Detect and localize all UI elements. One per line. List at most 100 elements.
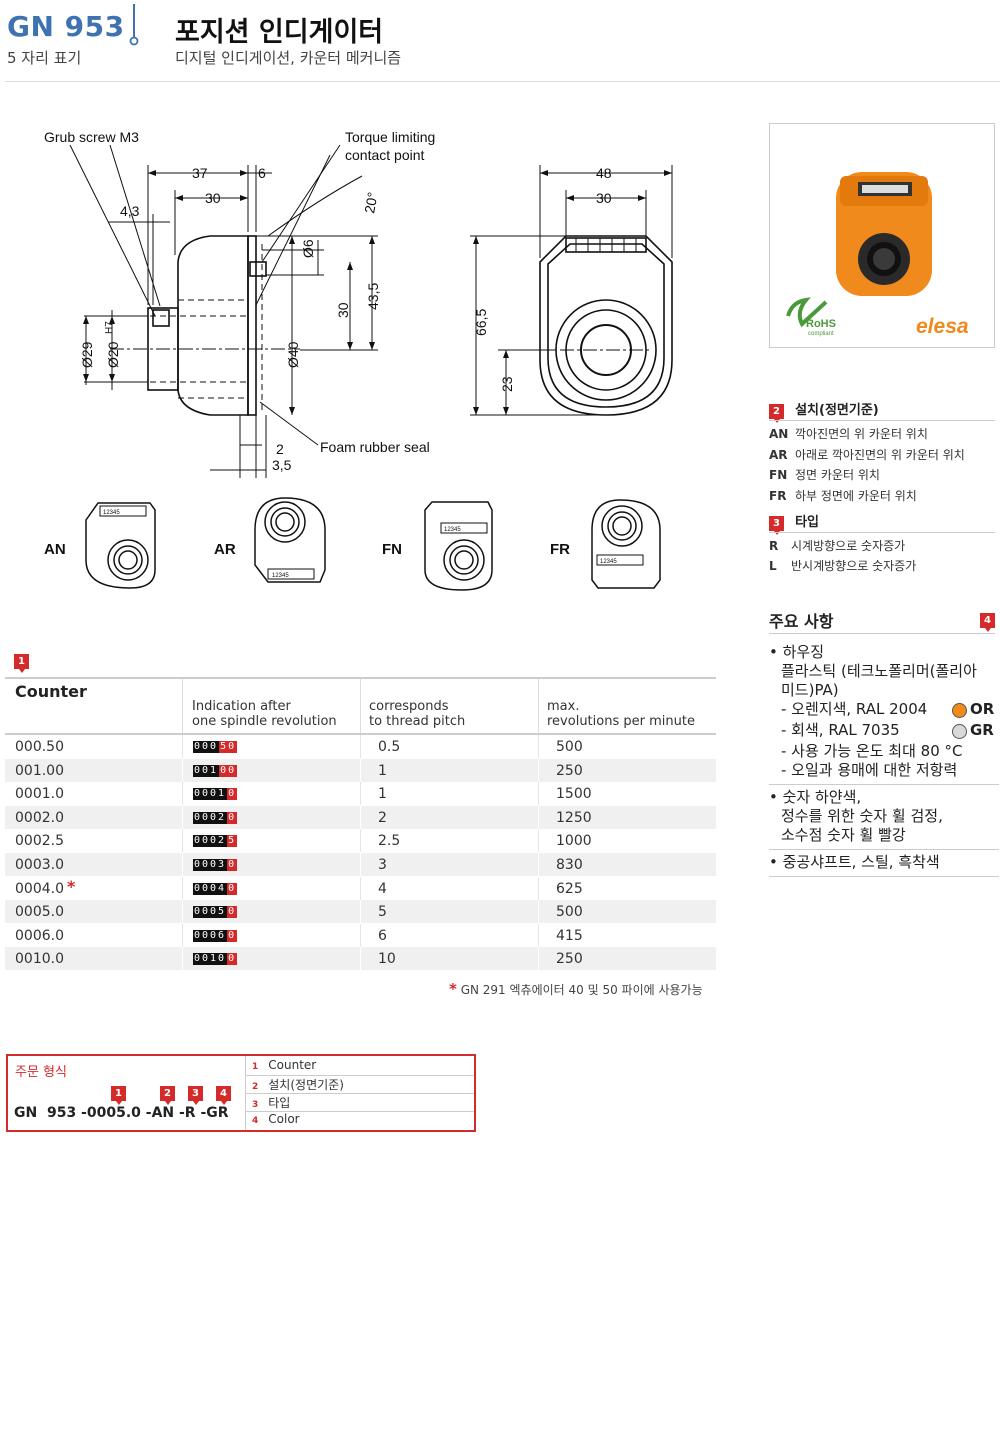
- header-col-sep-2: [360, 679, 361, 733]
- column-separator: [360, 805, 361, 829]
- pitch-cell: 1: [378, 786, 387, 803]
- counter-cell: 0002.5: [15, 833, 64, 850]
- features-list: • 하우징 플라스틱 (테크노폴리머(폴리아 미드)PA) - 오렌지색, RA…: [769, 643, 999, 877]
- counter-cell: 0003.0: [15, 857, 64, 873]
- product-code: GN 953: [7, 10, 125, 43]
- counter-cell: 0001.0: [15, 786, 64, 803]
- features-title: 주요 사항: [769, 612, 834, 631]
- column-separator: [182, 876, 183, 900]
- column-separator: [538, 876, 539, 900]
- dim-43-5: 43,5: [365, 283, 381, 310]
- column-separator: [360, 923, 361, 947]
- col-rpm-header: max.revolutions per minute: [547, 699, 695, 729]
- technical-drawing: Grub screw M3 Torque limiting contact po…: [44, 129, 673, 591]
- rpm-cell: 500: [556, 904, 583, 921]
- feature-resist: - 오일과 용매에 대한 저항력: [781, 761, 958, 779]
- table-top-rule: [5, 677, 716, 679]
- feature-digits: • 숫자 하얀색,: [769, 784, 999, 807]
- pitch-cell: 0.5: [378, 739, 401, 755]
- feature-temp: - 사용 가능 온도 최대 80 °C: [781, 742, 963, 760]
- footnote-star: *: [67, 876, 76, 896]
- product-photo: RoHS compliant elesa: [786, 172, 969, 338]
- pitch-cell: 3: [378, 857, 387, 873]
- table-header-rule: [5, 733, 716, 735]
- integer-digits: 0005: [193, 906, 228, 919]
- column-separator: [538, 923, 539, 947]
- column-separator: [182, 923, 183, 947]
- integer-digits: 0006: [193, 929, 228, 942]
- view-ar-label: AR: [214, 541, 236, 558]
- decimal-digits: 0: [227, 929, 238, 942]
- dim-6: 6: [258, 165, 266, 181]
- column-separator: [182, 829, 183, 853]
- view-fr-label: FR: [550, 541, 570, 558]
- feature-orange: - 오렌지색, RAL 2004 OR: [781, 700, 995, 718]
- counter-cell: 0005.0: [15, 904, 64, 921]
- integer-digits: 0001: [193, 788, 228, 801]
- dim-phi29: Ø29: [79, 341, 95, 368]
- integer-digits: 0002: [193, 835, 228, 848]
- dim-66-5: 66,5: [473, 309, 489, 336]
- dim-48: 48: [596, 165, 612, 181]
- column-separator: [182, 735, 183, 758]
- feature-shaft: • 중공샤프트, 스틸, 흑착색: [769, 849, 999, 877]
- install-section: 2 설치(정면기준): [769, 399, 879, 423]
- order-title: 주문 형식: [15, 1065, 67, 1080]
- column-separator: [538, 782, 539, 806]
- counter-cell: 001.00: [15, 762, 64, 779]
- dim-30: 30: [205, 190, 221, 206]
- counter-cell: 000.50: [15, 739, 64, 755]
- feature-digits-l2: 정수를 위한 숫자 휠 검정,: [781, 807, 943, 825]
- column-separator: [538, 947, 539, 971]
- foam-seal-label: Foam rubber seal: [320, 439, 430, 455]
- column-separator: [538, 735, 539, 758]
- decimal-digits: 00: [219, 764, 238, 777]
- order-marker-3: 3: [188, 1086, 203, 1105]
- dim-30b: 30: [596, 190, 612, 206]
- header-pin-icon: [129, 4, 139, 46]
- integer-digits: 0003: [193, 859, 228, 871]
- column-separator: [360, 947, 361, 971]
- rpm-cell: 1250: [556, 809, 592, 826]
- dim-20-deg: 20°: [361, 191, 380, 215]
- view-fn-label: FN: [382, 541, 402, 558]
- column-separator: [360, 876, 361, 900]
- page-title: 포지션 인디게이터: [175, 17, 384, 48]
- dim-3-5: 3,5: [272, 457, 292, 473]
- decimal-digits: 0: [227, 906, 238, 919]
- dim-phi20: Ø20: [105, 341, 121, 368]
- decimal-digits: 0: [227, 811, 238, 824]
- features-marker: 4: [980, 613, 995, 632]
- page-subtitle: 디지털 인디게이션, 카운터 메커니즘: [175, 49, 402, 67]
- column-separator: [538, 853, 539, 876]
- order-marker-4: 4: [216, 1086, 231, 1105]
- counter-cell: 0004.0: [15, 880, 64, 897]
- torque-limit-label: Torque limiting: [345, 129, 435, 145]
- counter-cell: 0006.0: [15, 927, 64, 944]
- integer-digits: 0010: [193, 953, 228, 966]
- product-photo-frame: RoHS compliant elesa: [769, 123, 995, 348]
- pitch-cell: 6: [378, 927, 387, 944]
- view-an-label: AN: [44, 541, 66, 558]
- column-separator: [360, 782, 361, 806]
- orange-swatch-icon: [952, 703, 967, 718]
- rpm-cell: 500: [556, 739, 583, 755]
- column-separator: [182, 947, 183, 971]
- order-code: GN 953 -0005.0 -AN -R -GR: [14, 1105, 229, 1121]
